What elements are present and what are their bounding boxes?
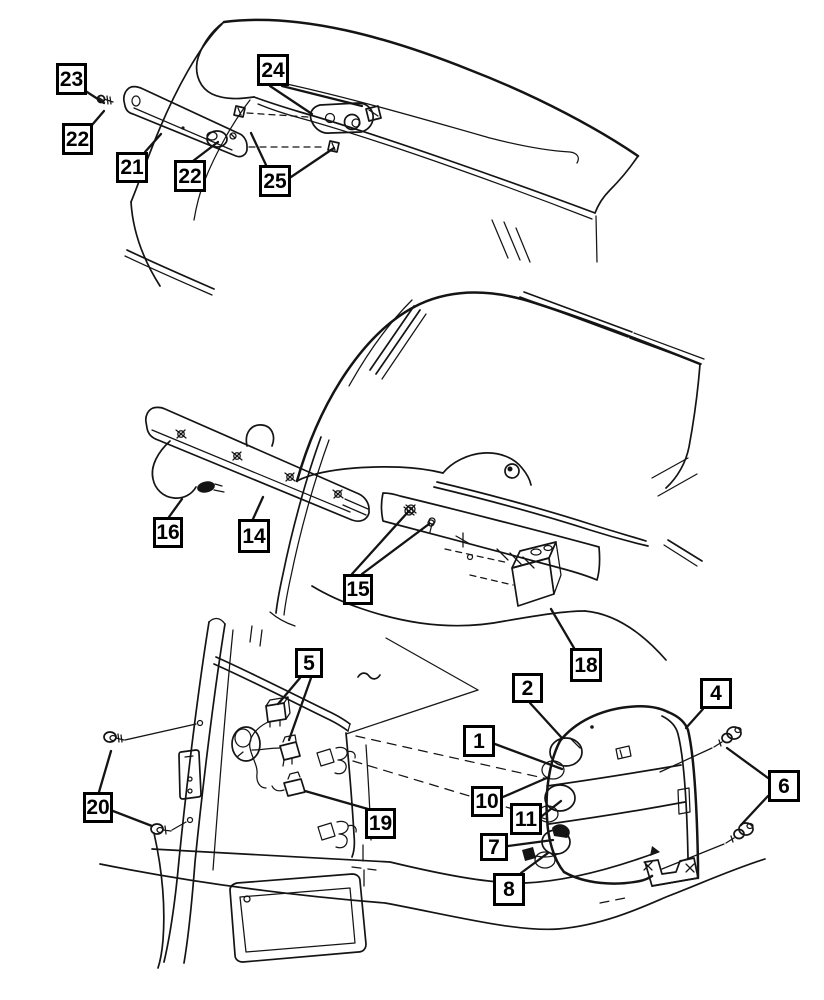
callout-6-box[interactable]: 6 xyxy=(768,770,800,802)
tail-lamp-screws-art xyxy=(659,726,754,870)
harness-art xyxy=(249,696,306,797)
leader-line-4 xyxy=(684,707,705,730)
leader-line-24 xyxy=(268,84,314,116)
clip-nuts-art xyxy=(233,105,340,153)
callout-18-box[interactable]: 18 xyxy=(570,648,602,682)
leader-line-2 xyxy=(528,701,563,739)
license-lamp-unit-art xyxy=(444,541,562,607)
callout-24-box[interactable]: 24 xyxy=(257,54,289,86)
leader-line-6 xyxy=(739,794,770,827)
callout-21-box[interactable]: 21 xyxy=(116,152,148,183)
leader-line-5 xyxy=(276,676,302,706)
callout-10-box[interactable]: 10 xyxy=(471,786,503,817)
leader-line-15 xyxy=(360,522,431,576)
callout-7-box[interactable]: 7 xyxy=(480,833,508,861)
leader-line-1 xyxy=(493,742,564,771)
leader-line-11 xyxy=(540,799,563,818)
high-mount-stop-lamp-art xyxy=(122,85,248,158)
leader-line-25 xyxy=(289,146,336,179)
spoiler-lamp-bracket-art xyxy=(309,102,382,134)
leader-line-7 xyxy=(506,838,555,848)
leader-line-22 xyxy=(90,109,106,127)
callout-19-box[interactable]: 19 xyxy=(365,808,396,839)
callout-16-box[interactable]: 16 xyxy=(153,517,183,548)
callout-15-box[interactable]: 15 xyxy=(343,574,373,605)
leader-line-24 xyxy=(280,84,364,108)
leader-line-16 xyxy=(167,497,184,519)
callout-25-box[interactable]: 25 xyxy=(259,165,291,197)
callout-22-box[interactable]: 22 xyxy=(174,160,206,192)
tail-lamp-art xyxy=(522,704,700,887)
callout-4-box[interactable]: 4 xyxy=(700,678,732,709)
leader-line-18 xyxy=(549,607,576,650)
callout-14-box[interactable]: 14 xyxy=(238,519,270,553)
liftgate-art xyxy=(269,291,705,661)
leader-lines xyxy=(85,84,770,875)
leader-line-19 xyxy=(303,789,370,811)
callout-1-box[interactable]: 1 xyxy=(463,725,495,757)
light-bar-art xyxy=(144,406,435,527)
leader-line-6 xyxy=(725,746,770,780)
leader-line-20 xyxy=(111,809,154,828)
leader-line-10 xyxy=(501,775,551,799)
callout-20-box[interactable]: 20 xyxy=(83,792,113,823)
callout-5-box[interactable]: 5 xyxy=(295,648,323,678)
leader-line-25 xyxy=(249,131,268,167)
leader-line-14 xyxy=(251,495,265,521)
leader-line-15 xyxy=(350,510,410,576)
leader-line-20 xyxy=(97,749,113,794)
panel-screws-art xyxy=(103,719,204,835)
callout-2-box[interactable]: 2 xyxy=(512,673,543,703)
leader-line-23 xyxy=(85,90,106,105)
leader-line-5 xyxy=(287,676,313,742)
callout-22-box[interactable]: 22 xyxy=(62,123,93,155)
leader-line-21 xyxy=(143,132,163,154)
callout-8-box[interactable]: 8 xyxy=(493,873,525,906)
callout-11-box[interactable]: 11 xyxy=(510,803,542,835)
leader-line-8 xyxy=(519,851,550,875)
callout-23-box[interactable]: 23 xyxy=(56,63,87,95)
leader-line-22 xyxy=(191,140,220,163)
